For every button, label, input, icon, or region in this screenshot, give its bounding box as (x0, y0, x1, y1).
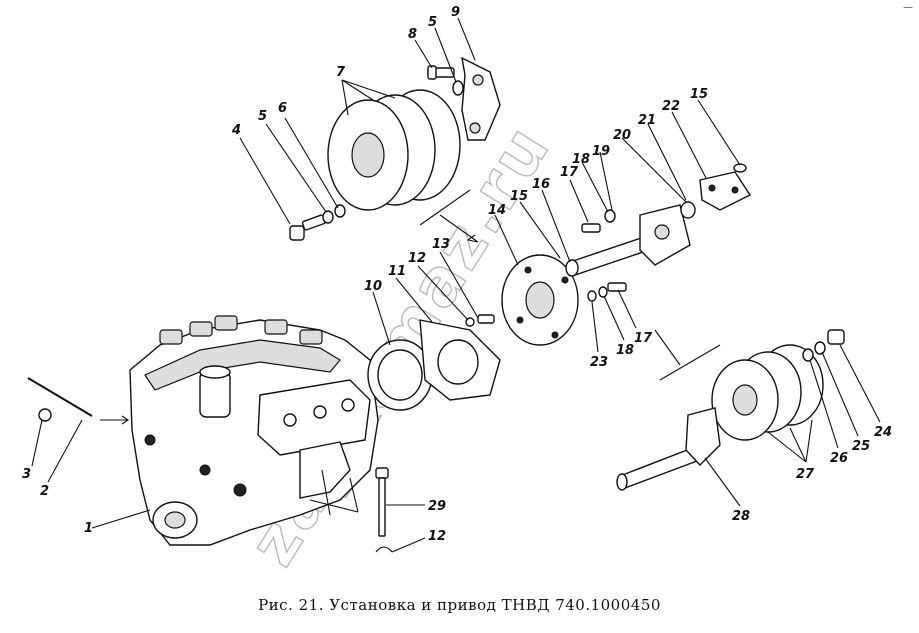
part-9-yoke (461, 56, 501, 141)
figure-caption: Рис. 21. Установка и привод ТНВД 740.100… (258, 596, 661, 614)
part-numbers: 1 2 3 4 5 6 7 8 5 9 10 11 12 13 14 15 16… (22, 5, 892, 544)
label-4: 4 (231, 123, 241, 138)
part-28-shaft (616, 407, 721, 491)
part-22-flange (699, 163, 752, 211)
label-5: 5 (258, 109, 267, 124)
part-8-bolt (427, 65, 464, 96)
label-11: 11 (388, 264, 406, 279)
label-15: 15 (510, 189, 528, 204)
label-9: 9 (451, 5, 460, 20)
label-10: 10 (364, 279, 382, 294)
label-23: 23 (590, 355, 608, 370)
label-21: 21 (638, 113, 656, 128)
part-7-plates (327, 89, 461, 211)
label-15b: 15 (690, 87, 708, 102)
label-17b: 17 (634, 331, 653, 346)
part-10-flange (367, 339, 433, 411)
label-12b: 12 (428, 529, 446, 544)
label-6: 6 (278, 101, 287, 116)
assembly-arrows (100, 189, 721, 516)
label-18b: 18 (616, 343, 634, 358)
label-13: 13 (432, 237, 450, 252)
label-14: 14 (488, 203, 506, 218)
label-27: 27 (796, 467, 815, 482)
label-18: 18 (572, 152, 590, 167)
part-2-rod (27, 377, 93, 422)
label-20: 20 (613, 128, 631, 143)
label-22: 22 (662, 99, 680, 114)
part-4-bolt (289, 204, 346, 241)
label-5b: 5 (428, 15, 437, 30)
part-29-stud (375, 467, 393, 553)
fasteners-24-26 (802, 329, 845, 362)
label-17: 17 (560, 165, 579, 180)
leader-lines (31, 17, 881, 553)
corner-mark: — (903, 2, 913, 13)
label-26: 26 (830, 451, 848, 466)
label-28: 28 (732, 509, 750, 524)
label-25: 25 (852, 439, 870, 454)
part-14-drive-plate (501, 254, 579, 346)
label-29: 29 (428, 499, 446, 514)
label-12: 12 (408, 251, 426, 266)
label-7: 7 (336, 65, 346, 80)
label-8: 8 (408, 27, 417, 42)
part-11-gasket (419, 319, 501, 401)
part-13-bolt (465, 314, 495, 327)
label-16: 16 (532, 177, 550, 192)
label-19: 19 (592, 144, 610, 159)
part-27-plates (711, 344, 824, 441)
label-3: 3 (22, 467, 31, 482)
part-21-coupling-shaft (565, 204, 691, 277)
fuel-pump-body (129, 315, 379, 546)
label-1: 1 (84, 521, 93, 536)
small-fasteners (581, 201, 696, 302)
label-2: 2 (40, 484, 49, 499)
label-24: 24 (874, 425, 892, 440)
